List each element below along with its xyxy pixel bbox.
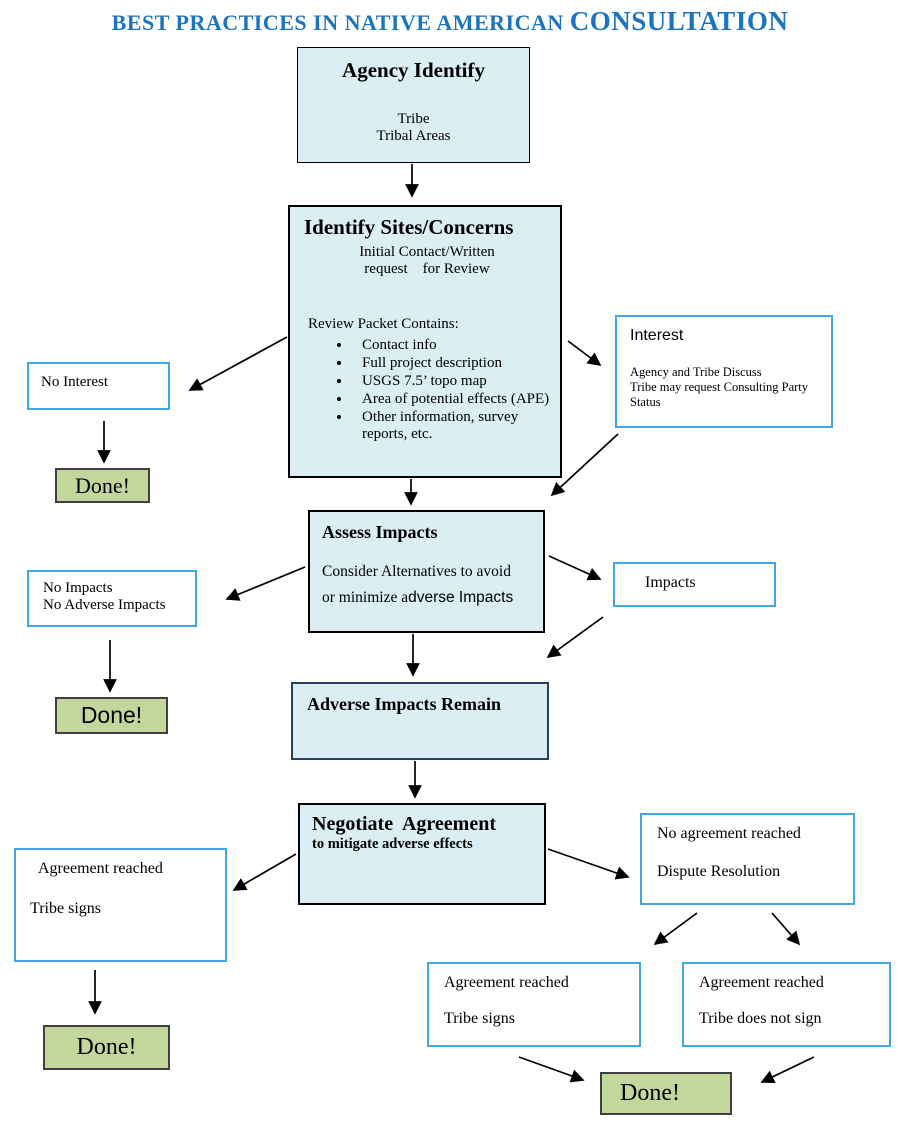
node-agreement-signs-line2: Tribe signs <box>444 1010 515 1027</box>
node-identify-sites-sub2: request for Review <box>364 261 490 277</box>
node-agreement-signs-line1: Agreement reached <box>444 974 569 991</box>
node-adverse-impacts: Adverse Impacts Remain <box>291 682 549 760</box>
node-identify-sites-list-intro: Review Packet Contains: <box>308 316 459 332</box>
node-agency-identify: Agency Identify Tribe Tribal Areas <box>297 47 530 163</box>
node-agreement-reached-left-line2: Tribe signs <box>30 900 101 917</box>
node-agreement-no-sign-line1: Agreement reached <box>699 974 824 991</box>
node-no-impacts-line1: No Impacts <box>43 580 113 596</box>
done-box-1: Done! <box>55 468 150 503</box>
node-negotiate-agreement-subtitle: to mitigate adverse effects <box>312 836 473 852</box>
node-no-interest-label: No Interest <box>41 374 109 390</box>
node-interest-line1: Agency and Tribe Discuss <box>630 365 762 379</box>
node-impacts-label: Impacts <box>645 574 696 591</box>
node-assess-impacts-line2: or minimize adverse Impacts <box>322 585 543 611</box>
node-assess-impacts-title: Assess Impacts <box>322 522 438 542</box>
bullet-item: Other information, survey reports, etc. <box>352 409 554 443</box>
node-no-agreement: No agreement reached Dispute Resolution <box>640 813 855 905</box>
node-no-agreement-line2: Dispute Resolution <box>657 863 781 880</box>
bullet-item: Contact info <box>352 337 554 354</box>
page-title-part1: BEST PRACTICES IN NATIVE AMERICAN <box>111 10 570 35</box>
done-box-1-label: Done! <box>75 472 130 498</box>
done-box-2-label: Done! <box>80 702 143 728</box>
node-agreement-reached-left-line1: Agreement reached <box>38 860 163 877</box>
node-negotiate-agreement: Negotiate Agreement to mitigate adverse … <box>298 803 546 905</box>
node-assess-impacts-line1: Consider Alternatives to avoid <box>322 563 511 580</box>
node-no-impacts: No Impacts No Adverse Impacts <box>27 570 197 627</box>
done-box-3-label: Done! <box>76 1034 137 1060</box>
bullet-item: Full project description <box>352 355 554 372</box>
review-packet-list: Contact infoFull project descriptionUSGS… <box>300 337 554 443</box>
bullet-item: USGS 7.5’ topo map <box>352 373 554 390</box>
node-agency-identify-line2: Tribal Areas <box>376 128 451 144</box>
node-no-agreement-line1: No agreement reached <box>657 825 801 842</box>
page-title-part2: CONSULTATION <box>569 6 789 36</box>
node-identify-sites-title: Identify Sites/Concerns <box>304 215 514 239</box>
page-title: BEST PRACTICES IN NATIVE AMERICAN CONSUL… <box>0 6 900 37</box>
done-box-3: Done! <box>43 1025 170 1070</box>
node-agency-identify-line1: Tribe <box>397 111 430 127</box>
node-agency-identify-title: Agency Identify <box>342 58 485 82</box>
node-assess-impacts: Assess Impacts Consider Alternatives to … <box>308 510 545 633</box>
node-interest-line2: Tribe may request Consulting Party Statu… <box>630 380 809 409</box>
node-assess-impacts-line2-serif: or minimize a <box>322 588 409 606</box>
node-identify-sites-sub1: Initial Contact/Written <box>359 244 495 260</box>
node-agreement-signs: Agreement reached Tribe signs <box>427 962 641 1047</box>
done-box-2: Done! <box>55 697 168 734</box>
node-no-impacts-line2: No Adverse Impacts <box>43 597 166 613</box>
bullet-item: Area of potential effects (APE) <box>352 391 554 408</box>
node-identify-sites: Identify Sites/Concerns Initial Contact/… <box>288 205 562 478</box>
node-interest: Interest Agency and Tribe Discuss Tribe … <box>615 315 833 428</box>
node-no-interest: No Interest <box>27 362 170 410</box>
done-box-4: Done! <box>600 1072 732 1115</box>
node-agreement-reached-left: Agreement reached Tribe signs <box>14 848 227 962</box>
node-adverse-impacts-title: Adverse Impacts Remain <box>307 694 501 714</box>
node-assess-impacts-line2-sans: dverse Impacts <box>408 588 514 606</box>
done-box-4-label: Done! <box>620 1080 680 1106</box>
node-impacts: Impacts <box>613 562 776 607</box>
node-interest-title: Interest <box>630 327 684 344</box>
node-agreement-no-sign-line2: Tribe does not sign <box>699 1010 822 1027</box>
node-agreement-no-sign: Agreement reached Tribe does not sign <box>682 962 891 1047</box>
node-negotiate-agreement-title: Negotiate Agreement <box>312 813 497 835</box>
